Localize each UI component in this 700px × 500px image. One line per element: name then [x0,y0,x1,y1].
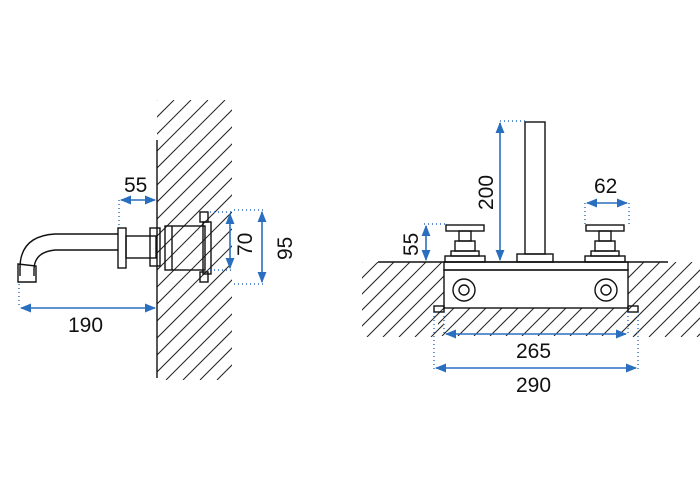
spout-column [524,121,546,255]
deck-hatch-line [632,269,700,337]
concealed-body [164,225,206,271]
deck-hatch-line [398,291,444,337]
deck-hatch-line [362,262,395,295]
wall-hatch-line [157,100,192,135]
deck-hatch-line [366,262,443,337]
wall-hatch-line [157,211,232,288]
dim-label-spout-height: 200 [475,175,498,210]
dim-label-handle-height: 55 [400,233,423,256]
dim-label-handle-width: 62 [594,175,617,198]
wall-hatch-line [438,100,700,380]
spout [19,233,118,276]
deck-hatch-line [441,308,471,336]
spout-aerator [17,263,37,283]
wall-flange [149,227,161,267]
deck-hatch-line [680,317,700,337]
wall-hatch-line [165,313,232,380]
deck-hatch-line [382,275,444,337]
wall-hatch-line [506,100,700,380]
wall-hatch-line [489,100,700,380]
valve-circle-left-inner [458,284,470,296]
wall-hatch-line [387,100,667,380]
handle-right [584,224,626,263]
dim-label-spout-reach: 190 [68,314,103,337]
wall-hatch-line [157,279,232,356]
handle-rosette [117,227,127,269]
wall-hatch-line [157,109,232,186]
deck-hatch-line [648,285,700,337]
deck-hatch-line [553,308,583,336]
deck-hatch-line [457,308,487,336]
deck-hatch-line [362,262,427,327]
deck-hatch-line [505,308,535,336]
dim-label-body-inner: 265 [516,340,551,363]
wall-hatch-line [157,296,232,373]
wall-hatch-line [157,100,158,101]
valve-circle-left-outer [452,278,476,302]
side-view: 55 190 70 95 [17,100,700,380]
mounting-plate [202,221,212,275]
deck-hatch-line [628,262,661,295]
wall-hatch-line [157,177,232,254]
deck-hatch-line [537,308,567,336]
deck-hatch-line [585,308,615,336]
deck-hatch-line [664,301,700,337]
deck-hatching-left [362,262,444,337]
front-view: 200 55 62 265 290 [362,120,700,397]
wall-hatch-line [336,100,616,380]
wall-hatching [157,100,700,380]
body-foot-right [627,305,639,313]
wall-hatch-line [157,126,232,203]
wall-hatch-line [455,100,700,380]
handle-left [444,224,486,263]
handle-collar [125,235,157,259]
wall-hatch-line [216,364,232,380]
deck-hatch-line [628,262,677,311]
wall-hatch-line [157,100,209,152]
mounting-bracket-bottom [199,271,209,283]
wall-hatch-line [182,330,232,380]
deck-hatch-line [438,308,455,325]
deck-hatch-line [601,308,631,336]
mounting-bracket-top [199,211,209,223]
wall-hatch-line [157,228,232,305]
spout-base [516,253,554,263]
deck-hatching-right [628,262,700,337]
wall-hatch-line [285,100,565,380]
deck-hatch-line [521,308,551,336]
wall-hatch-line [472,100,700,380]
dim-label-body-outer: 290 [516,374,551,397]
deck-body-lip [443,261,629,271]
deck-hatching-bottom [438,308,638,336]
wall-hatch-line [157,143,232,220]
dim-label-plate-outer: 95 [274,237,297,260]
deck-hatch-line [569,308,599,336]
deck-hatch-line [362,262,379,279]
deck-hatch-line [414,307,444,337]
wall-hatch-line [302,100,582,380]
wall-hatch-line [157,100,175,118]
wall-hatch-line [157,194,232,271]
deck-hatch-line [473,308,503,336]
wall-hatch-line [157,100,226,169]
wall-hatch-line [157,262,232,339]
deck-hatch-line [628,262,645,279]
wall-hatch-line [353,100,633,380]
valve-circle-right-inner [600,284,612,296]
wall-hatch-line [404,100,684,380]
deck-hatch-line [362,262,411,311]
dim-label-wall-offset: 55 [124,174,147,197]
valve-circle-right-outer [594,278,618,302]
deck-hatch-line [489,308,519,336]
dim-label-plate-inner: 70 [234,233,257,256]
body-foot-left [433,305,445,313]
deck-hatch-line [362,262,363,263]
wall-hatch-line [421,100,700,380]
